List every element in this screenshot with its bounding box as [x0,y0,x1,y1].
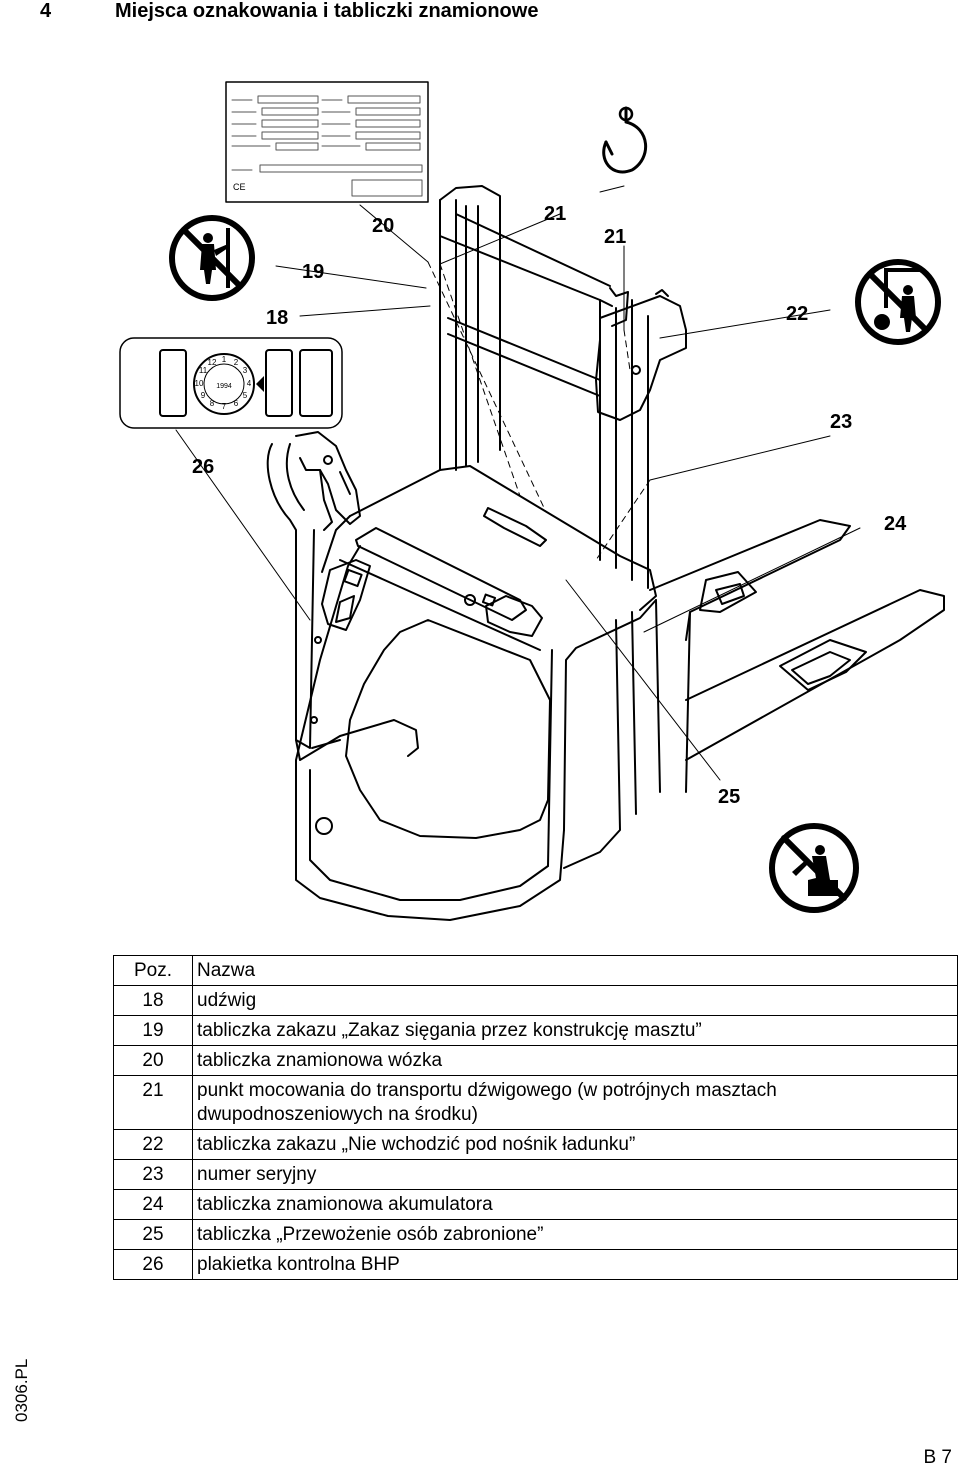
callout-20: 20 [372,215,394,237]
row-name: udźwig [192,985,958,1016]
header-pos: Poz. [113,955,193,986]
svg-text:9: 9 [201,391,206,400]
row-name: tabliczka zakazu „Zakaz sięgania przez k… [192,1015,958,1046]
row-pos: 23 [113,1159,193,1190]
callout-21b: 21 [604,226,626,248]
svg-text:6: 6 [234,399,239,408]
no-step-on-fork-sign [855,259,941,345]
table-header-row: Poz. Nazwa [113,955,958,986]
row-pos: 25 [113,1219,193,1250]
svg-text:12: 12 [208,358,217,367]
callout-25: 25 [718,786,740,808]
row-name: plakietka kontrolna BHP [192,1249,958,1280]
svg-text:10: 10 [195,379,204,388]
svg-text:4: 4 [247,379,252,388]
callout-24: 24 [884,513,907,535]
nameplate: CE [225,81,429,203]
document-code: 0306.PL [12,1358,31,1422]
svg-text:7: 7 [222,402,227,411]
page-number: B 7 [923,1447,952,1468]
svg-text:2: 2 [234,358,239,367]
row-pos: 26 [113,1249,193,1280]
row-pos: 22 [113,1129,193,1160]
hook-icon [602,106,648,174]
callout-22: 22 [786,303,808,325]
truck-illustration: CE [119,81,945,921]
svg-text:3: 3 [243,366,248,375]
header-name: Nazwa [192,955,958,986]
svg-text:8: 8 [210,399,215,408]
callout-26: 26 [192,456,214,478]
callout-21: 21 [544,203,566,225]
row-name: numer seryjny [192,1159,958,1190]
row-pos: 19 [113,1015,193,1046]
row-name: tabliczka zakazu „Nie wchodzić pod nośni… [192,1129,958,1160]
row-name: tabliczka „Przewożenie osób zabronione” [192,1219,958,1250]
row-pos: 21 [113,1075,193,1130]
no-reach-through-mast-sign [169,215,255,301]
svg-text:5: 5 [243,391,248,400]
callout-19: 19 [302,261,324,283]
svg-text:1: 1 [222,355,227,364]
row-pos: 20 [113,1045,193,1076]
callout-23: 23 [830,411,852,433]
row-name: punkt mocowania do transportu dźwigowego… [192,1075,958,1130]
row-pos: 18 [113,985,193,1016]
row-name: tabliczka znamionowa akumulatora [192,1189,958,1220]
section-title: Miejsca oznakowania i tabliczki znamiono… [115,0,539,22]
svg-text:CE: CE [233,182,246,192]
callout-18: 18 [266,307,288,329]
svg-text:1994: 1994 [216,383,232,390]
row-name: tabliczka znamionowa wózka [192,1045,958,1076]
section-number: 4 [40,0,52,22]
row-pos: 24 [113,1189,193,1220]
no-passengers-sign [769,823,859,913]
svg-text:11: 11 [199,366,208,375]
